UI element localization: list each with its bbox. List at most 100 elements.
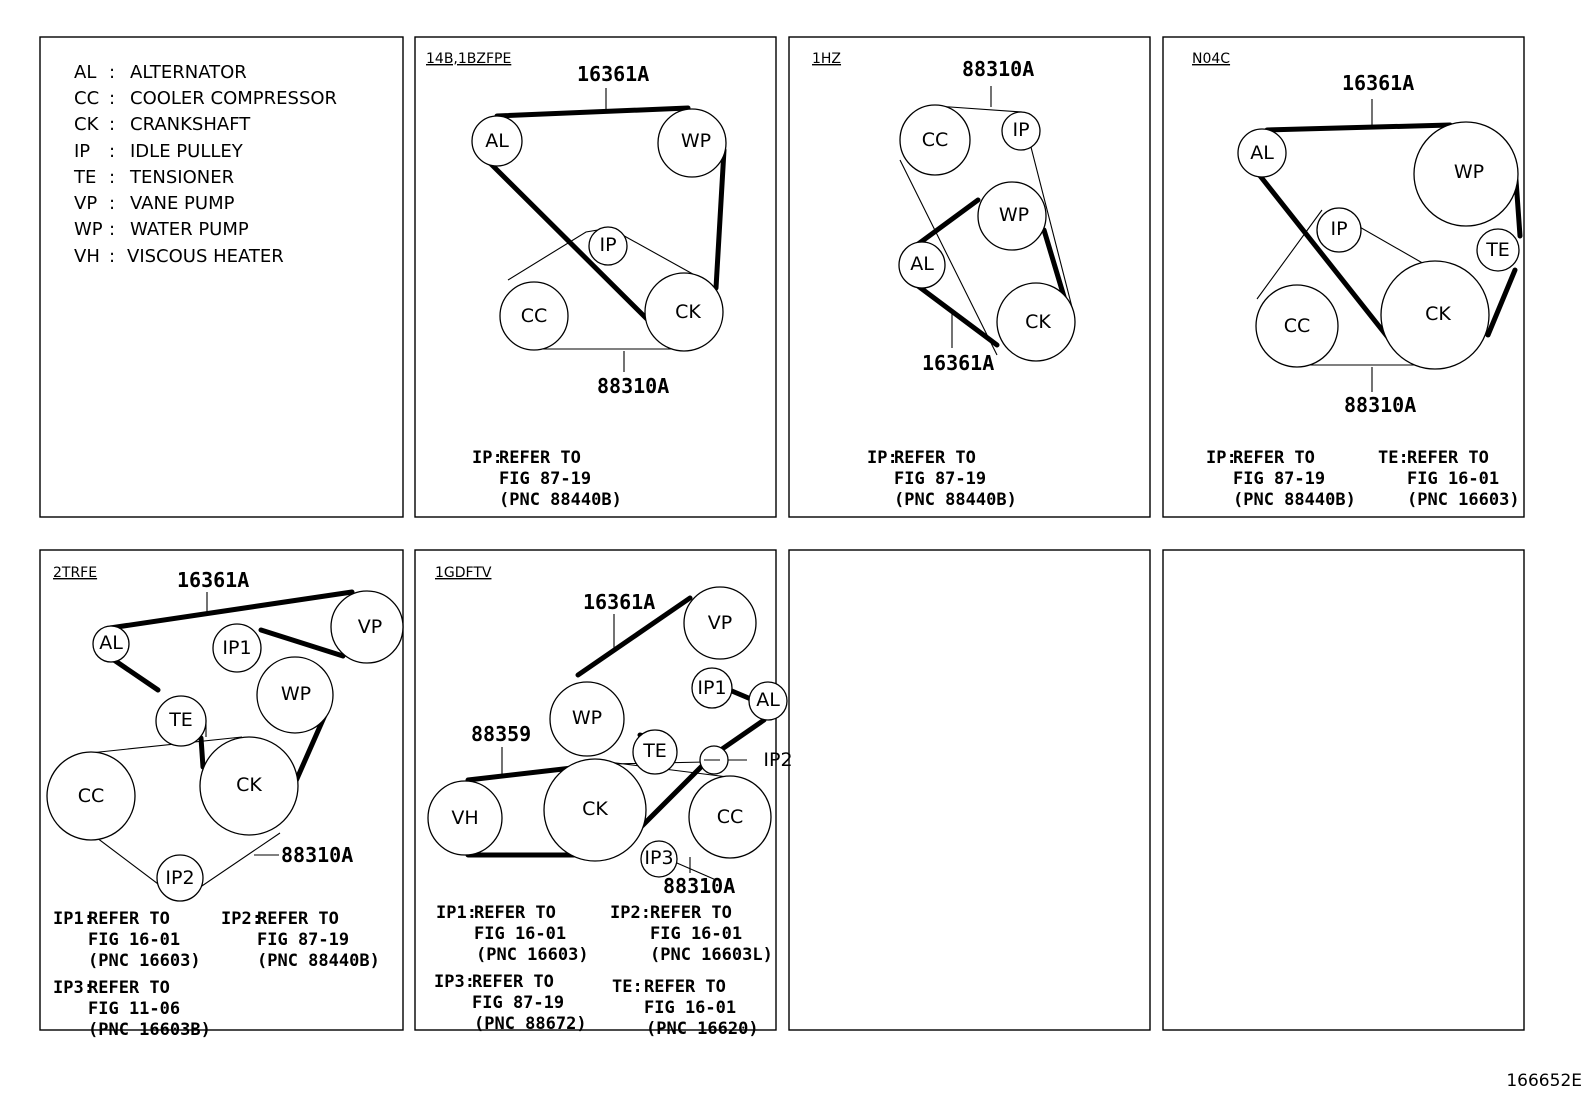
pulley-wp — [549, 681, 625, 757]
legend-code: CC — [74, 88, 99, 109]
note-line: FIG 87-19 — [472, 993, 564, 1013]
legend-code: IP — [74, 141, 90, 162]
pulley-label: VP — [708, 612, 732, 634]
pulley-label: AL — [910, 253, 934, 275]
engine-label: N04C — [1192, 51, 1230, 67]
note-key: TE: — [612, 977, 643, 997]
note-line: FIG 87-19 — [894, 469, 986, 489]
belt-16361a — [487, 105, 727, 325]
note-line: REFER TO — [644, 977, 726, 997]
note-line: (PNC 88672) — [474, 1014, 587, 1034]
pulley-al — [898, 241, 946, 289]
pulley-label: CC — [717, 806, 744, 828]
note-line: REFER TO — [1407, 448, 1489, 468]
legend-name: COOLER COMPRESSOR — [130, 88, 337, 109]
belt-88310a — [51, 720, 281, 891]
pulley-wp — [256, 656, 334, 734]
belt-16361a — [107, 589, 355, 793]
pulley-cc — [899, 104, 971, 176]
panel-1hz — [788, 36, 1151, 518]
pulley-cc — [1255, 284, 1339, 368]
pulley-label: WP — [681, 130, 711, 152]
legend-colon: : — [109, 167, 115, 188]
note-line: (PNC 16603) — [1407, 490, 1520, 510]
belt-label: 16361A — [922, 351, 994, 375]
belt-label: 16361A — [1342, 71, 1414, 95]
pulley-al — [1237, 128, 1287, 178]
pulley-wp — [977, 181, 1047, 251]
pulley-ip1 — [691, 667, 733, 709]
legend-name: IDLE PULLEY — [130, 141, 244, 162]
note-line: (PNC 88440B) — [1233, 490, 1356, 510]
panel-frames — [39, 36, 1525, 1031]
pulley-label: CC — [1284, 315, 1311, 337]
note-line: REFER TO — [88, 978, 170, 998]
leader-line — [951, 86, 992, 348]
legend-colon: : — [109, 246, 115, 267]
engine-label: 2TRFE — [53, 565, 97, 581]
pulley-label: TE — [1485, 239, 1510, 261]
note-line: REFER TO — [894, 448, 976, 468]
diagram-1gdftv: 1GDFTV VP IP1 AL WP TE IP2 VH CK CC IP3 … — [427, 565, 793, 1039]
pulley-label: WP — [572, 707, 602, 729]
belt-label: 88310A — [597, 374, 669, 398]
pulley-label: AL — [1250, 142, 1274, 164]
pulley-ip — [588, 226, 628, 266]
diagram-n04c: N04C AL WP IP TE CC CK 16361A 88310A IP:… — [1192, 51, 1523, 510]
diagram-1hz: 1HZ CC IP WP AL CK 88310A 16361A IP: REF… — [812, 51, 1076, 510]
pulley-label: CC — [78, 785, 105, 807]
belt-label: 88310A — [962, 57, 1034, 81]
pulley-al — [92, 625, 130, 663]
pulley-cc — [499, 281, 569, 351]
belt-label: 16361A — [577, 62, 649, 86]
note-line: FIG 16-01 — [474, 924, 566, 944]
pulley-ck — [644, 272, 724, 352]
note-line: (PNC 88440B) — [894, 490, 1017, 510]
note-key: IP1: — [53, 909, 94, 929]
pulley-label: WP — [999, 204, 1029, 226]
legend-colon: : — [109, 193, 115, 214]
belt-16361a — [1254, 122, 1523, 343]
pulley-label: IP1 — [697, 677, 726, 699]
note-line: (PNC 88440B) — [257, 951, 380, 971]
pulley-label: WP — [281, 683, 311, 705]
pulley-vp — [683, 586, 757, 660]
leader-line — [605, 88, 625, 372]
note-key: IP1: — [436, 903, 477, 923]
pulley-label: VP — [358, 616, 382, 638]
legend-colon: : — [109, 114, 115, 135]
legend-code: CK — [74, 114, 100, 135]
pulley-label: VH — [451, 807, 478, 829]
leader-line — [501, 614, 747, 873]
pulley-label: CK — [675, 301, 701, 323]
note-line: FIG 16-01 — [1407, 469, 1499, 489]
engine-label: 1GDFTV — [435, 565, 492, 581]
note-line: REFER TO — [472, 972, 554, 992]
pulley-label: TE — [642, 740, 667, 762]
legend: AL : ALTERNATOR CC : COOLER COMPRESSOR C… — [73, 62, 337, 267]
pulley-label: IP — [1330, 218, 1347, 240]
legend-code: TE — [73, 167, 96, 188]
pulley-vp — [330, 590, 404, 664]
pulley-ip1 — [212, 623, 262, 673]
legend-code: AL — [74, 62, 96, 83]
note-line: FIG 87-19 — [257, 930, 349, 950]
engine-label: 1HZ — [812, 51, 841, 67]
pulley-wp — [657, 108, 727, 178]
note-line: (PNC 16603B) — [88, 1020, 211, 1040]
pulley-label: IP — [599, 234, 616, 256]
note-line: REFER TO — [88, 909, 170, 929]
pulley-label: IP — [1012, 119, 1029, 141]
note-key: IP: — [1206, 448, 1237, 468]
belt-label: 88359 — [471, 722, 531, 746]
legend-name: VISCOUS HEATER — [127, 246, 284, 267]
pulley-label: CK — [1025, 311, 1051, 333]
pulley-label: CC — [521, 305, 548, 327]
note-line: FIG 11-06 — [88, 999, 180, 1019]
panel-14b-1bzfpe — [414, 36, 777, 518]
belt-label: 16361A — [177, 568, 249, 592]
note-line: FIG 16-01 — [88, 930, 180, 950]
pulley-ck — [996, 282, 1076, 362]
legend-code: VP — [74, 193, 97, 214]
pulley-label: TE — [168, 709, 193, 731]
